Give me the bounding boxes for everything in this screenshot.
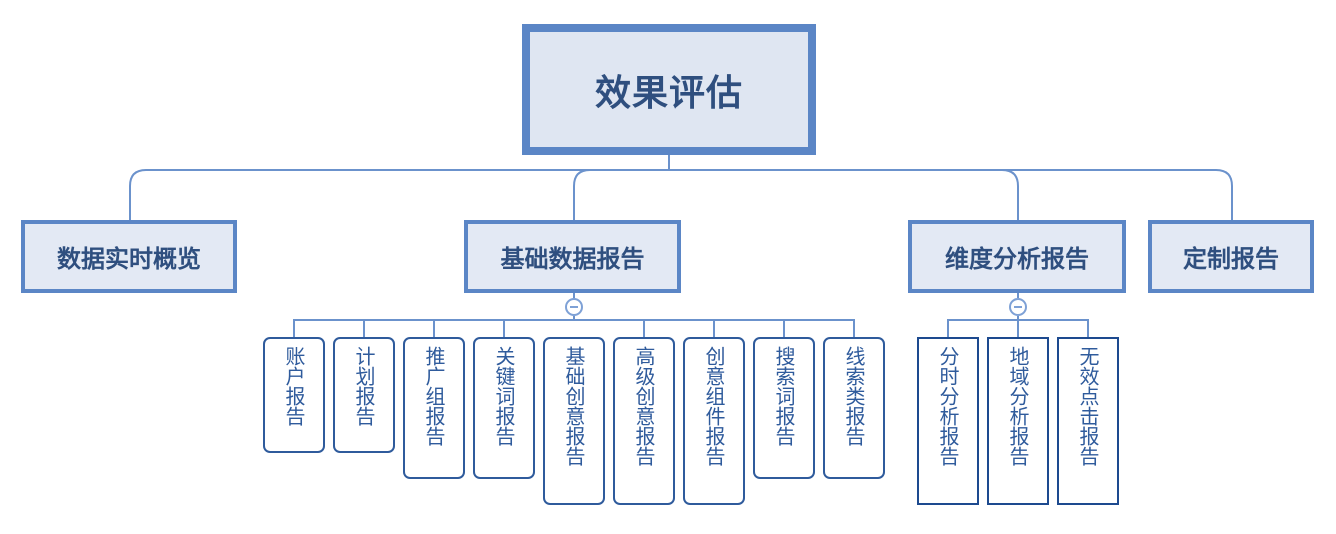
connector-dimension-branch bbox=[1001, 169, 1019, 220]
leaf-creative-component-report-label: 创意组件报告 bbox=[702, 346, 726, 466]
node-basic-data-reports-label: 基础数据报告 bbox=[500, 245, 645, 273]
leaf-lead-report-label: 线索类报告 bbox=[842, 346, 866, 446]
leaf-ad-group-report[interactable]: 推广组报告 bbox=[403, 337, 465, 479]
leaf-plan-report[interactable]: 计划报告 bbox=[333, 337, 395, 453]
leaf-invalid-click-report-label: 无效点击报告 bbox=[1076, 346, 1100, 466]
connector-basic-bus bbox=[293, 319, 855, 337]
node-custom-reports-label: 定制报告 bbox=[1183, 245, 1279, 273]
leaf-account-report[interactable]: 账户报告 bbox=[263, 337, 325, 453]
leaf-search-term-report-label: 搜索词报告 bbox=[772, 346, 796, 446]
root-node-label: 效果评估 bbox=[594, 72, 743, 114]
leaf-time-analysis-report[interactable]: 分时分析报告 bbox=[917, 337, 979, 505]
collapse-minus-icon[interactable] bbox=[565, 298, 583, 316]
node-realtime-overview[interactable]: 数据实时概览 bbox=[21, 220, 237, 293]
leaf-account-report-label: 账户报告 bbox=[282, 346, 306, 426]
leaf-invalid-click-report[interactable]: 无效点击报告 bbox=[1057, 337, 1119, 505]
node-realtime-overview-label: 数据实时概览 bbox=[57, 245, 201, 273]
leaf-time-analysis-report-label: 分时分析报告 bbox=[936, 346, 960, 466]
node-basic-data-reports[interactable]: 基础数据报告 bbox=[464, 220, 681, 293]
node-custom-reports[interactable]: 定制报告 bbox=[1148, 220, 1314, 293]
leaf-region-analysis-report-label: 地域分析报告 bbox=[1006, 346, 1030, 466]
leaf-basic-creative-report-label: 基础创意报告 bbox=[562, 346, 586, 466]
node-dimension-analysis-reports-label: 维度分析报告 bbox=[945, 245, 1089, 273]
leaf-plan-report-label: 计划报告 bbox=[352, 346, 376, 426]
leaf-advanced-creative-report-label: 高级创意报告 bbox=[632, 346, 656, 466]
collapse-minus-icon[interactable] bbox=[1009, 298, 1027, 316]
leaf-ad-group-report-label: 推广组报告 bbox=[422, 346, 446, 446]
node-dimension-analysis-reports[interactable]: 维度分析报告 bbox=[908, 220, 1126, 293]
leaf-basic-creative-report[interactable]: 基础创意报告 bbox=[543, 337, 605, 505]
leaf-lead-report[interactable]: 线索类报告 bbox=[823, 337, 885, 479]
connector-basic-branch bbox=[573, 169, 591, 220]
connector-level1-bus bbox=[129, 169, 1233, 220]
leaf-keyword-report-label: 关键词报告 bbox=[492, 346, 516, 446]
leaf-creative-component-report[interactable]: 创意组件报告 bbox=[683, 337, 745, 505]
leaf-search-term-report[interactable]: 搜索词报告 bbox=[753, 337, 815, 479]
leaf-keyword-report[interactable]: 关键词报告 bbox=[473, 337, 535, 479]
connector-dimension-bus bbox=[947, 319, 1089, 337]
leaf-advanced-creative-report[interactable]: 高级创意报告 bbox=[613, 337, 675, 505]
root-node[interactable]: 效果评估 bbox=[522, 24, 816, 155]
leaf-region-analysis-report[interactable]: 地域分析报告 bbox=[987, 337, 1049, 505]
